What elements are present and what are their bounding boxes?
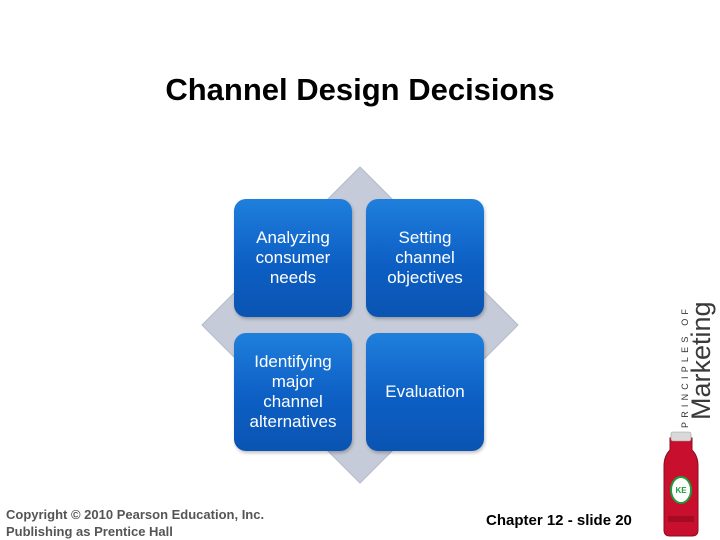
bottle-label-text: KE — [675, 486, 687, 495]
box-analyzing-consumer-needs: Analyzing consumer needs — [234, 199, 352, 317]
box-label: Evaluation — [385, 382, 465, 401]
brand-principles-text: PRINCIPLES OF — [680, 305, 690, 428]
principles-of-marketing-logo: PRINCIPLES OF Marketing KE — [663, 301, 716, 537]
juice-bottle-icon: KE — [663, 431, 699, 537]
copyright-notice: Copyright © 2010 Pearson Education, Inc.… — [6, 507, 265, 539]
page-title: Channel Design Decisions — [165, 72, 555, 107]
box-label: Identifying major channel alternatives — [249, 352, 337, 431]
box-evaluation: Evaluation — [366, 333, 484, 451]
box-identifying-alternatives: Identifying major channel alternatives — [234, 333, 352, 451]
slide-reference: Chapter 12 - slide 20 — [486, 512, 632, 529]
box-label: Setting channel objectives — [387, 228, 463, 287]
box-setting-channel-objectives: Setting channel objectives — [366, 199, 484, 317]
box-label: Analyzing consumer needs — [255, 228, 331, 287]
brand-marketing-text: Marketing — [686, 301, 716, 420]
